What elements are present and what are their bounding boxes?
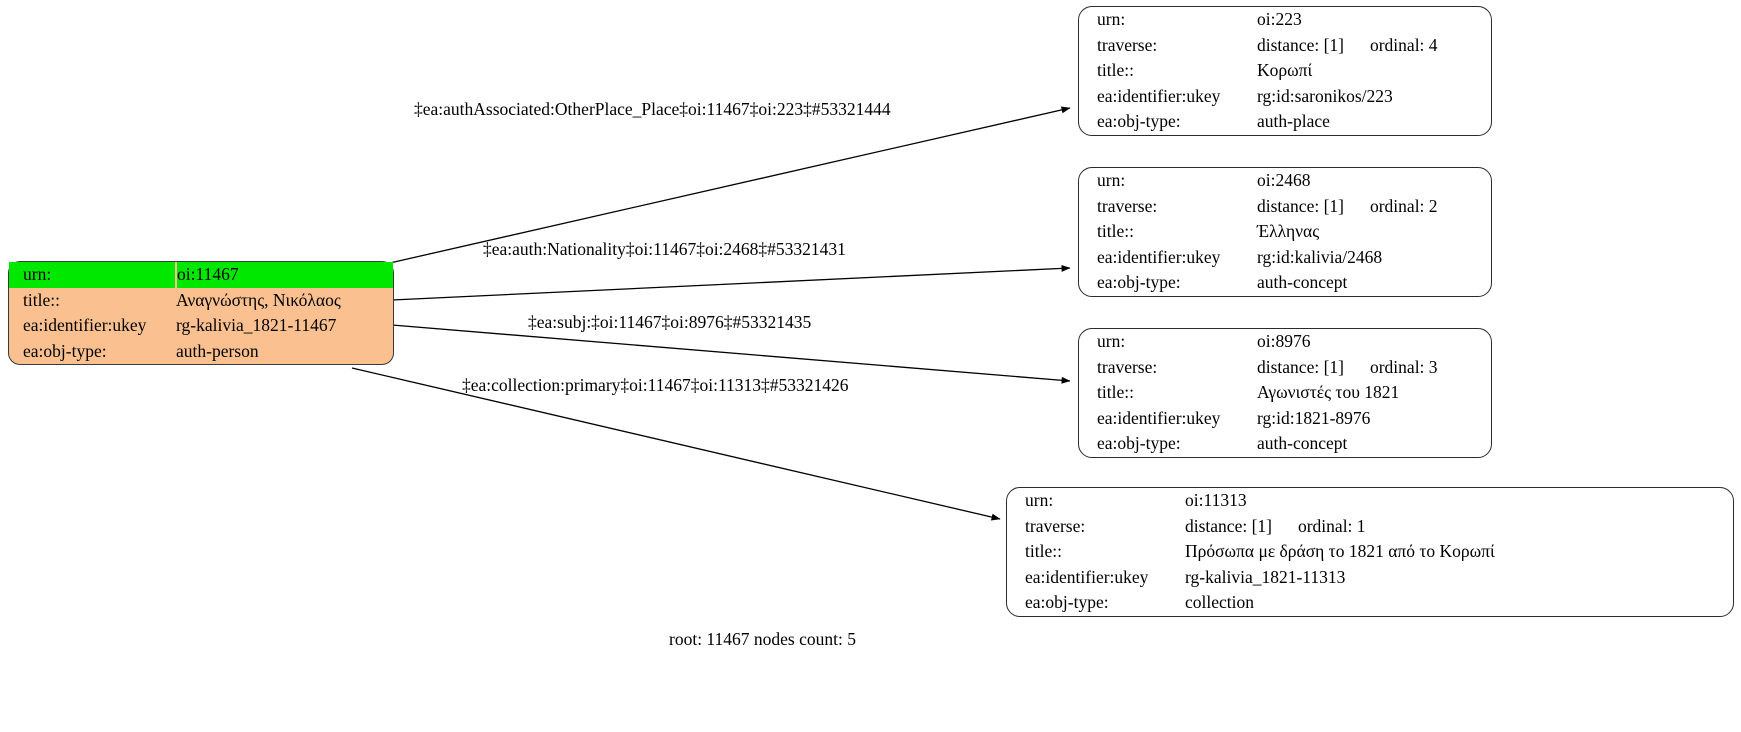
root-row-urn: urn: oi:11467 — [9, 262, 393, 288]
node-row-objtype: ea:obj-type: collection — [1007, 590, 1733, 616]
root-val-urn: oi:11467 — [176, 262, 393, 288]
node-val-title: Αγωνιστές του 1821 — [1257, 382, 1400, 402]
node-key-title: title:: — [1097, 382, 1134, 402]
node-rows-oi-8976: urn: oi:8976 traverse: distance: [1] ordi… — [1079, 329, 1491, 457]
node-val-distance: distance: [1] — [1257, 195, 1344, 216]
node-row-urn: urn: oi:11313 — [1007, 488, 1733, 514]
node-val-traverse: distance: [1] ordinal: 1 — [1185, 514, 1733, 540]
node-row-ukey: ea:identifier:ukey rg-kalivia_1821-11313 — [1007, 565, 1733, 591]
node-key-urn: urn: — [1097, 331, 1126, 351]
node-key-objtype: ea:obj-type: — [1097, 272, 1181, 292]
node-key-title: title:: — [1097, 60, 1134, 80]
node-key-ukey: ea:identifier:ukey — [1097, 246, 1221, 267]
node-row-objtype: ea:obj-type: auth-concept — [1079, 431, 1491, 457]
node-val-distance: distance: [1] — [1185, 515, 1272, 536]
node-key-urn: urn: — [1097, 170, 1126, 190]
edge-label-1: ‡ea:authAssociated:OtherPlace_Place‡oi:1… — [414, 99, 891, 119]
node-key-traverse: traverse: — [1025, 515, 1086, 536]
node-val-objtype: auth-concept — [1257, 272, 1348, 292]
node-key-objtype: ea:obj-type: — [1097, 433, 1181, 453]
node-val-urn: oi:11313 — [1185, 490, 1247, 510]
node-row-ukey: ea:identifier:ukey rg:id:saronikos/223 — [1079, 84, 1491, 110]
node-val-ukey: rg:id:kalivia/2468 — [1257, 246, 1383, 267]
node-val-ukey: rg:id:1821-8976 — [1257, 407, 1371, 428]
edge-path-2 — [391, 264, 1071, 301]
node-val-urn: oi:2468 — [1257, 170, 1311, 190]
node-key-title: title:: — [1097, 221, 1134, 241]
node-val-title: Πρόσωπα με δράση το 1821 από το Κορωπί — [1185, 541, 1495, 561]
node-key-objtype: ea:obj-type: — [1025, 592, 1109, 612]
target-node-oi-223[interactable]: urn: oi:223 traverse: distance: [1] ordin… — [1078, 6, 1492, 136]
node-val-title: Κορωπί — [1257, 60, 1313, 80]
node-row-urn: urn: oi:8976 — [1079, 329, 1491, 355]
node-val-traverse: distance: [1] ordinal: 2 — [1257, 194, 1491, 220]
root-key-ukey: ea:identifier:ukey — [23, 315, 147, 335]
node-val-urn: oi:8976 — [1257, 331, 1311, 351]
node-key-objtype: ea:obj-type: — [1097, 111, 1181, 131]
node-val-urn: oi:223 — [1257, 9, 1302, 29]
target-node-oi-8976[interactable]: urn: oi:8976 traverse: distance: [1] ordi… — [1078, 328, 1492, 458]
node-val-distance: distance: [1] — [1257, 34, 1344, 55]
target-node-oi-11313[interactable]: urn: oi:11313 traverse: distance: [1] ord… — [1006, 487, 1734, 617]
node-val-ukey: rg-kalivia_1821-11313 — [1185, 566, 1346, 587]
node-val-ordinal: ordinal: 4 — [1369, 34, 1438, 55]
node-key-ukey: ea:identifier:ukey — [1097, 407, 1221, 428]
node-val-distance: distance: [1] — [1257, 356, 1344, 377]
root-val-title: Αναγνώστης, Νικόλαος — [176, 289, 341, 310]
node-row-title: title:: Κορωπί — [1079, 58, 1491, 84]
node-key-ukey: ea:identifier:ukey — [1025, 566, 1149, 587]
edge-path-3 — [391, 324, 1071, 384]
node-val-ordinal: ordinal: 2 — [1369, 195, 1438, 216]
node-val-ordinal: ordinal: 3 — [1369, 356, 1438, 377]
node-val-title: Έλληνας — [1257, 221, 1320, 241]
node-row-traverse: traverse: distance: [1] ordinal: 1 — [1007, 514, 1733, 540]
node-row-traverse: traverse: distance: [1] ordinal: 2 — [1079, 194, 1491, 220]
node-row-urn: urn: oi:223 — [1079, 7, 1491, 33]
node-key-title: title:: — [1025, 541, 1062, 561]
root-node-rows: urn: oi:11467 title:: Αναγνώστης, Νικόλα… — [9, 262, 393, 364]
node-row-traverse: traverse: distance: [1] ordinal: 4 — [1079, 33, 1491, 59]
edge-label-4: ‡ea:collection:primary‡oi:11467‡oi:11313… — [462, 375, 849, 395]
graph-caption: root: 11467 nodes count: 5 — [669, 629, 856, 649]
node-key-urn: urn: — [1097, 9, 1126, 29]
target-node-oi-2468[interactable]: urn: oi:2468 traverse: distance: [1] ordi… — [1078, 167, 1492, 297]
edge-label-3: ‡ea:subj:‡oi:11467‡oi:8976‡#53321435 — [528, 312, 812, 332]
root-node[interactable]: urn: oi:11467 title:: Αναγνώστης, Νικόλα… — [8, 261, 394, 365]
node-val-objtype: auth-place — [1257, 111, 1330, 131]
node-rows-oi-11313: urn: oi:11313 traverse: distance: [1] ord… — [1007, 488, 1733, 616]
node-val-ordinal: ordinal: 1 — [1297, 515, 1366, 536]
node-val-objtype: auth-concept — [1257, 433, 1348, 453]
node-rows-oi-2468: urn: oi:2468 traverse: distance: [1] ordi… — [1079, 168, 1491, 296]
root-row-title: title:: Αναγνώστης, Νικόλαος — [9, 288, 393, 314]
node-row-traverse: traverse: distance: [1] ordinal: 3 — [1079, 355, 1491, 381]
node-val-ukey: rg:id:saronikos/223 — [1257, 85, 1393, 106]
node-val-traverse: distance: [1] ordinal: 4 — [1257, 33, 1491, 59]
root-key-objtype: ea:obj-type: — [23, 340, 107, 361]
node-row-ukey: ea:identifier:ukey rg:id:kalivia/2468 — [1079, 245, 1491, 271]
node-row-urn: urn: oi:2468 — [1079, 168, 1491, 194]
root-val-objtype: auth-person — [176, 340, 259, 361]
node-val-traverse: distance: [1] ordinal: 3 — [1257, 355, 1491, 381]
node-key-traverse: traverse: — [1097, 195, 1158, 216]
node-key-traverse: traverse: — [1097, 34, 1158, 55]
node-key-ukey: ea:identifier:ukey — [1097, 85, 1221, 106]
node-row-ukey: ea:identifier:ukey rg:id:1821-8976 — [1079, 406, 1491, 432]
node-rows-oi-223: urn: oi:223 traverse: distance: [1] ordin… — [1079, 7, 1491, 135]
node-key-urn: urn: — [1025, 490, 1054, 510]
node-key-traverse: traverse: — [1097, 356, 1158, 377]
edge-label-2: ‡ea:auth:Nationality‡oi:11467‡oi:2468‡#5… — [483, 239, 846, 259]
root-key-title: title:: — [23, 289, 60, 310]
root-key-urn: urn: — [9, 262, 177, 288]
node-val-objtype: collection — [1185, 592, 1255, 612]
root-val-ukey: rg-kalivia_1821-11467 — [176, 315, 337, 335]
node-row-title: title:: Πρόσωπα με δράση το 1821 από το … — [1007, 539, 1733, 565]
node-row-objtype: ea:obj-type: auth-place — [1079, 109, 1491, 135]
root-row-ukey: ea:identifier:ukey rg-kalivia_1821-11467 — [9, 313, 393, 339]
node-row-objtype: ea:obj-type: auth-concept — [1079, 270, 1491, 296]
node-row-title: title:: Αγωνιστές του 1821 — [1079, 380, 1491, 406]
node-row-title: title:: Έλληνας — [1079, 219, 1491, 245]
root-row-objtype: ea:obj-type: auth-person — [9, 339, 393, 365]
